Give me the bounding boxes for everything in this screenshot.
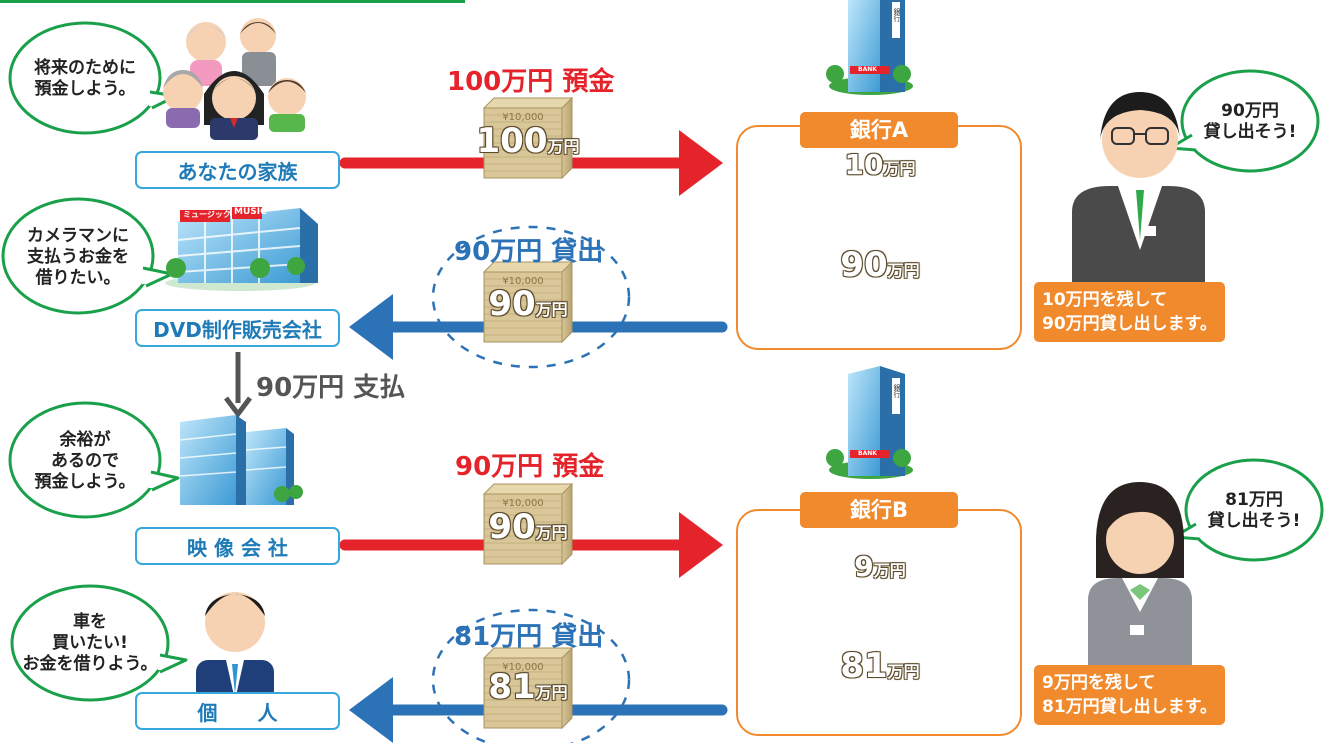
video-bubble-text: 余裕が あるので 預金しよう。 [25, 430, 145, 493]
dvd-company-label: DVD制作販売会社 [135, 309, 340, 347]
money-unit: 万円 [887, 261, 920, 280]
bank-b-building [826, 366, 913, 479]
money-label-deposit-b: 90万円 [476, 507, 580, 547]
payment-label: 90万円 支払 [256, 373, 406, 403]
payment-arrow [224, 352, 252, 419]
bank-b-note-line: 81万円貸し出します。 [1042, 697, 1217, 717]
banknote-text: ¥10,000 [502, 662, 543, 673]
dvd-bubble-line: 借りたい。 [35, 268, 121, 288]
video-bubble-line: あるので [51, 451, 119, 471]
bank-b-clerk [1088, 482, 1192, 665]
money-unit: 万円 [883, 159, 916, 178]
money-label-deposit-a: 100万円 [476, 121, 580, 161]
clerk-a-bubble-line: 貸し出そう! [1203, 122, 1297, 142]
dvd-bubble-text: カメラマンに 支払うお金を 借りたい。 [18, 226, 138, 289]
money-stack-loan-b: ¥10,000 [482, 646, 574, 730]
dvd-bubble-line: カメラマンに [27, 226, 129, 246]
video-bubble-line: 預金しよう。 [34, 472, 136, 492]
money-unit: 万円 [535, 683, 568, 702]
dvd-bubble-line: 支払うお金を [27, 247, 129, 267]
loan-label-a: 90万円 貸出 [454, 237, 604, 267]
family-illustration [163, 18, 306, 140]
bank-b-box [736, 509, 1022, 736]
money-unit: 万円 [873, 561, 906, 580]
family-bubble-text: 将来のために 預金しよう。 [25, 58, 145, 100]
money-num: 100 [476, 121, 548, 161]
bank-a-sign: BANK [858, 66, 877, 73]
individual-bubble-line: 買いたい! [52, 633, 128, 653]
money-stack-deposit-b: ¥10,000 [482, 482, 574, 566]
money-num: 90 [488, 284, 536, 324]
individual-label: 個 人 [135, 692, 340, 730]
money-unit: 万円 [535, 300, 568, 319]
deposit-label-a: 100万円 預金 [447, 67, 615, 97]
banknote-text: ¥10,000 [502, 498, 543, 509]
video-bubble-line: 余裕が [59, 430, 111, 450]
family-bubble-line: 将来のために [34, 58, 136, 78]
clerk-b-speech-bubble [1172, 458, 1324, 562]
header-line [0, 0, 465, 3]
money-unit: 万円 [547, 137, 580, 156]
deposit-label-b: 90万円 預金 [455, 452, 605, 482]
dvd-sign-right: MUSIC [234, 207, 267, 217]
dvd-speech-bubble [1, 197, 174, 315]
money-num: 81 [840, 646, 888, 686]
bank-b-note-line: 9万円を残して [1042, 673, 1156, 693]
video-company-building [179, 415, 303, 505]
bank-a-note-line: 10万円を残して [1042, 290, 1168, 310]
money-stack-loan-a: ¥10,000 [482, 260, 574, 344]
family-label: あなたの家族 [135, 151, 340, 189]
individual-bubble-line: お金を借りよう。 [22, 654, 158, 674]
loan-highlight-a [431, 225, 631, 369]
video-company-label: 映 像 会 社 [135, 527, 340, 565]
dvd-sign-left: ミュージック [183, 210, 231, 219]
money-stack-deposit-a: ¥10,000 [482, 96, 574, 180]
clerk-a-bubble-line: 90万円 [1221, 101, 1279, 121]
bank-b-sign: BANK [858, 450, 877, 457]
clerk-b-bubble-line: 貸し出そう! [1207, 511, 1301, 531]
clerk-b-bubble-line: 81万円 [1225, 490, 1283, 510]
bank-b-note: 9万円を残して 81万円貸し出します。 [1034, 665, 1225, 725]
money-num: 90 [488, 507, 536, 547]
bank-b-reserve-label: 9万円 [815, 550, 945, 583]
money-num: 90 [840, 245, 888, 285]
clerk-b-bubble-text: 81万円 貸し出そう! [1198, 490, 1310, 532]
individual-illustration [196, 592, 274, 702]
bank-a-loan-label: 90万円 [815, 245, 945, 285]
bank-a-vertical-sign: 銀行 [893, 8, 901, 22]
video-speech-bubble [8, 401, 180, 519]
money-label-loan-a: 90万円 [476, 284, 580, 324]
money-unit: 万円 [535, 523, 568, 542]
family-speech-bubble [8, 21, 178, 135]
bank-a-title: 銀行A [800, 112, 958, 148]
bank-a-reserve-label: 10万円 [815, 148, 945, 181]
money-label-loan-b: 81万円 [476, 667, 580, 707]
individual-speech-bubble [10, 584, 188, 702]
money-unit: 万円 [887, 662, 920, 681]
individual-bubble-text: 車を 買いたい! お金を借りよう。 [20, 612, 160, 675]
individual-bubble-line: 車を [73, 612, 107, 632]
dvd-company-building [165, 207, 318, 291]
bank-b-vertical-sign: 銀行 [893, 384, 901, 398]
bank-a-clerk [1072, 92, 1205, 292]
family-bubble-line: 預金しよう。 [34, 79, 136, 99]
bank-b-loan-label: 81万円 [815, 646, 945, 686]
money-num: 9 [854, 550, 874, 583]
money-num: 81 [488, 667, 536, 707]
bank-a-building [826, 0, 913, 95]
banknote-text: ¥10,000 [502, 112, 543, 123]
loan-highlight-b [431, 608, 631, 743]
banknote-text: ¥10,000 [502, 276, 543, 287]
bank-a-note-line: 90万円貸し出します。 [1042, 314, 1217, 334]
clerk-a-bubble-text: 90万円 貸し出そう! [1194, 101, 1306, 143]
bank-a-box [736, 125, 1022, 350]
bank-b-title: 銀行B [800, 492, 958, 528]
money-num: 10 [844, 148, 884, 181]
bank-a-note: 10万円を残して 90万円貸し出します。 [1034, 282, 1225, 342]
loan-label-b: 81万円 貸出 [454, 622, 604, 652]
